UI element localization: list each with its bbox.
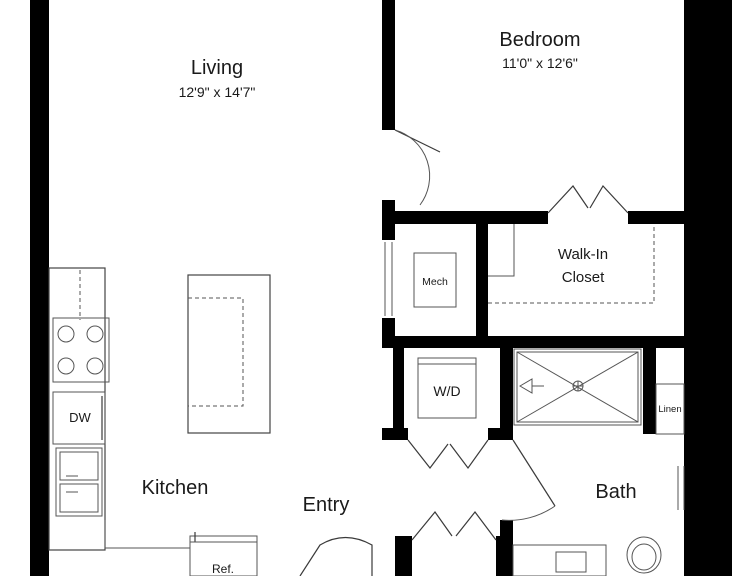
shower-head-icon — [519, 378, 544, 394]
closet-label-line1: Walk-In — [558, 246, 608, 263]
bath-fixtures — [512, 466, 685, 576]
sink-icon — [55, 447, 103, 517]
wall-bedroom-left — [382, 0, 395, 130]
door-closet-right-leaf — [589, 185, 629, 214]
wall-mech-left — [382, 200, 395, 240]
counter-return — [104, 520, 190, 549]
wall-bedroom-bottom-right — [628, 211, 684, 224]
wall-wd-right — [500, 348, 513, 440]
doors — [299, 129, 629, 576]
refrigerator-label: Ref. — [212, 562, 234, 576]
kitchen: DW Ref. — [48, 267, 258, 576]
wall-bath-right-stub — [643, 348, 656, 434]
bedroom-label: Bedroom — [499, 29, 580, 51]
door-bath-leaf — [512, 439, 556, 507]
door-lower-closet-right-leaf — [455, 511, 497, 541]
wall-right-exterior — [684, 0, 732, 576]
living-label: Living — [191, 57, 243, 79]
wall-mech-closet-divider — [476, 211, 488, 341]
wall-wd-bottom-right — [488, 428, 502, 440]
refrigerator — [189, 535, 258, 576]
toilet-icon — [626, 536, 662, 574]
walls — [30, 0, 732, 576]
living-dimensions: 12'9" x 14'7" — [179, 84, 256, 100]
entry-label: Entry — [303, 494, 350, 516]
washer-dryer-label: W/D — [433, 383, 460, 399]
kitchen-island — [187, 274, 271, 434]
door-wd-right-leaf — [449, 439, 489, 470]
door-bath-swing — [501, 505, 556, 521]
door-swing-icon — [394, 129, 431, 206]
door-wd-left-leaf — [407, 439, 449, 469]
door-closet-left-leaf — [547, 185, 589, 214]
linen-closet: Linen — [655, 383, 685, 435]
shower-drain-icon — [572, 380, 584, 392]
room-labels: Living 12'9" x 14'7" Bedroom 11'0" x 12'… — [142, 29, 637, 516]
dishwasher-label: DW — [69, 410, 91, 425]
wall-bedroom-bottom-left — [382, 211, 548, 224]
mech-label: Mech — [422, 276, 448, 288]
wall-middle-horizontal — [382, 336, 684, 348]
bath-label: Bath — [595, 481, 636, 503]
shower — [513, 348, 642, 426]
door-entry-leaf — [299, 536, 373, 576]
door-bedroom-leaf — [394, 129, 441, 153]
door-lower-closet-left-leaf — [411, 511, 453, 541]
wall-lower-closet-left — [395, 536, 412, 576]
bath-vanity — [512, 544, 607, 576]
dishwasher — [52, 391, 106, 445]
kitchen-counter — [48, 267, 106, 551]
wall-lower-bath-left — [500, 520, 513, 576]
mech-closet: Mech — [384, 242, 457, 316]
mech-unit — [413, 252, 457, 308]
wall-wd-bottom-left — [382, 428, 408, 440]
linen-label: Linen — [658, 404, 681, 415]
wall-mech-left-lower — [382, 318, 395, 348]
closet-label-line2: Closet — [562, 269, 605, 286]
washer-dryer: W/D — [417, 357, 477, 419]
kitchen-label: Kitchen — [142, 477, 209, 499]
wall-wd-left — [393, 348, 404, 440]
closet-shelving — [488, 224, 655, 304]
bedroom-dimensions: 11'0" x 12'6" — [502, 55, 578, 71]
stove-icon — [52, 317, 110, 383]
wall-left-exterior — [30, 0, 49, 576]
